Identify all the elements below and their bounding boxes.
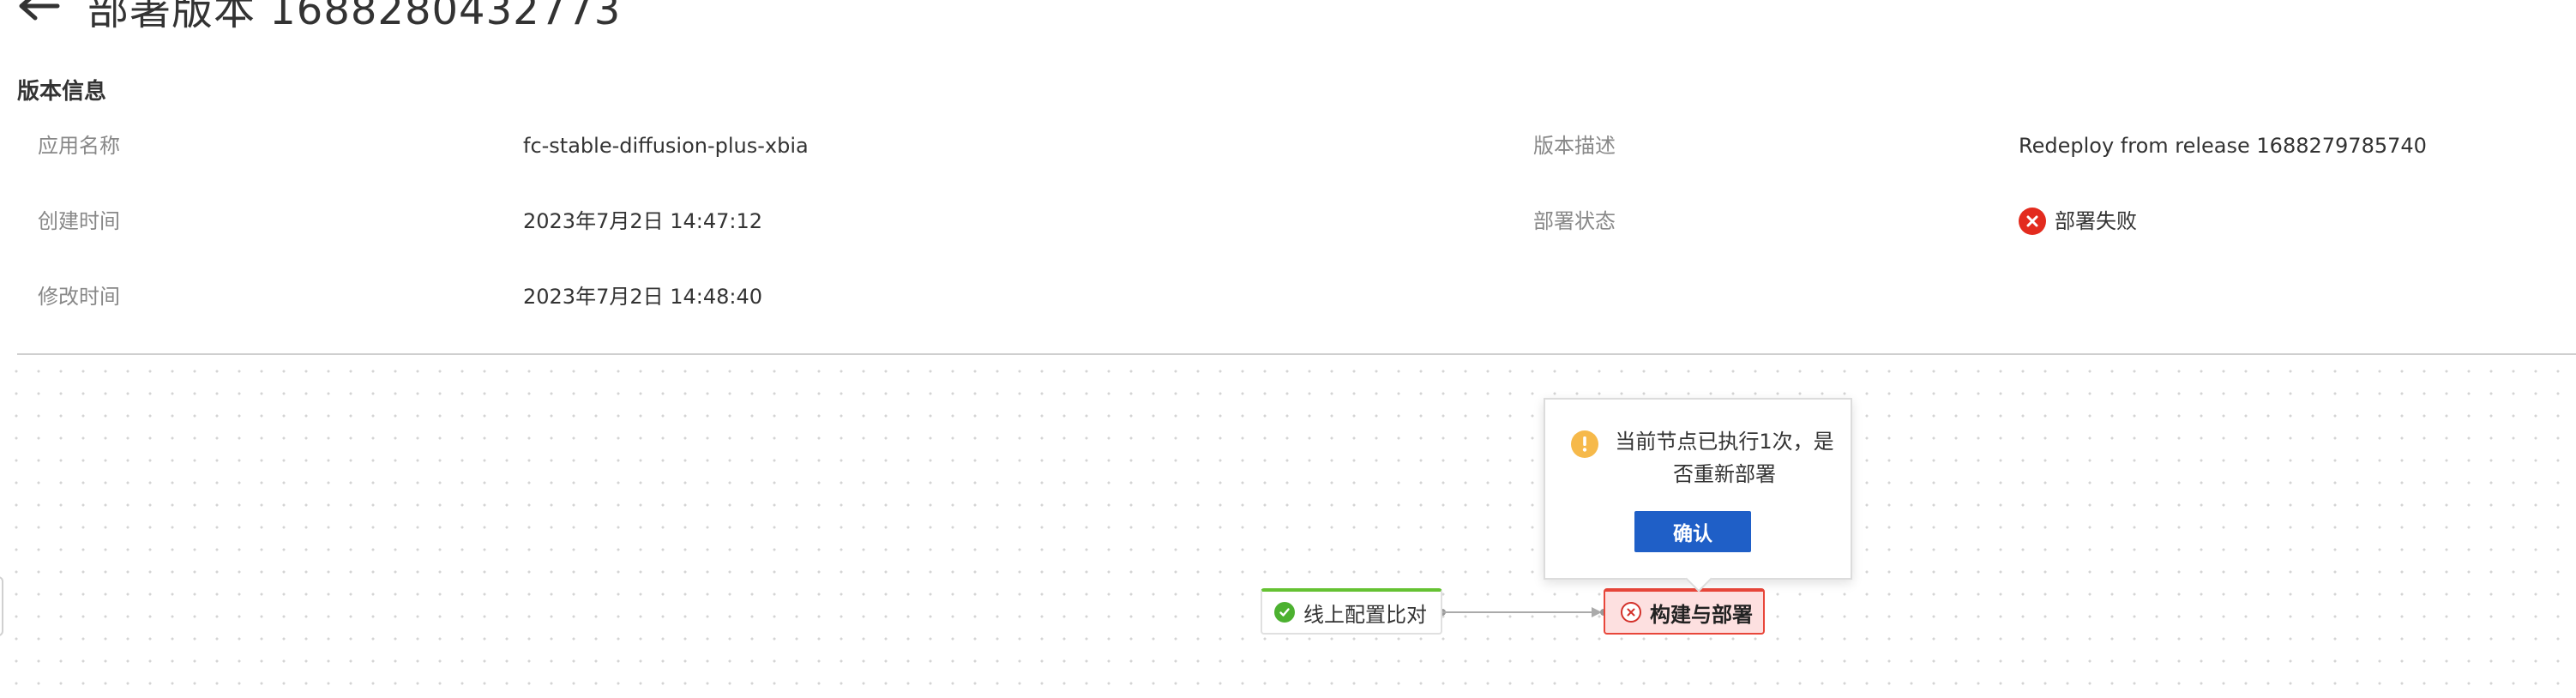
back-arrow-icon[interactable] bbox=[15, 0, 63, 23]
popover-message: 当前节点已执行1次，是否重新部署 bbox=[1615, 430, 1834, 486]
app-name-value: fc-stable-diffusion-plus-xbia bbox=[523, 134, 809, 158]
section-title: 版本信息 bbox=[17, 79, 107, 105]
status-value: 部署失败 bbox=[2055, 209, 2137, 233]
page-header: 部署版本 1688280432773 bbox=[15, 0, 621, 36]
warning-icon bbox=[1571, 430, 1598, 458]
node-config-compare-label: 线上配置比对 bbox=[1303, 602, 1427, 627]
node-config-compare[interactable]: 线上配置比对 bbox=[1261, 588, 1442, 635]
error-icon bbox=[2019, 208, 2046, 235]
modified-value: 2023年7月2日 14:48:40 bbox=[523, 285, 763, 309]
divider bbox=[17, 353, 2576, 355]
created-value: 2023年7月2日 14:47:12 bbox=[523, 209, 763, 233]
modified-label: 修改时间 bbox=[38, 285, 120, 309]
confirm-button[interactable]: 确认 bbox=[1634, 511, 1751, 552]
node-build-deploy-label: 构建与部署 bbox=[1650, 602, 1753, 627]
description-value: Redeploy from release 1688279785740 bbox=[2019, 134, 2427, 158]
pipeline-canvas[interactable]: 线上配置比对 构建与部署 bbox=[0, 355, 2576, 698]
info-row-3: 修改时间 2023年7月2日 14:48:40 bbox=[17, 280, 2576, 314]
app-name-label: 应用名称 bbox=[38, 134, 120, 158]
page-title: 部署版本 1688280432773 bbox=[87, 0, 622, 34]
info-row-1: 应用名称 fc-stable-diffusion-plus-xbia 版本描述 … bbox=[17, 129, 2576, 163]
close-circle-icon bbox=[1621, 602, 1641, 623]
check-circle-icon bbox=[1274, 602, 1295, 623]
flow-edge bbox=[1439, 607, 1607, 617]
status-label: 部署状态 bbox=[1533, 209, 1616, 233]
redeploy-popover: 当前节点已执行1次，是否重新部署 确认 bbox=[1544, 398, 1852, 593]
node-build-deploy[interactable]: 构建与部署 bbox=[1604, 588, 1765, 635]
description-label: 版本描述 bbox=[1533, 134, 1616, 158]
deploy-status: 部署失败 bbox=[2019, 204, 2137, 238]
created-label: 创建时间 bbox=[38, 209, 120, 233]
info-row-2: 创建时间 2023年7月2日 14:47:12 部署状态 部署失败 bbox=[17, 204, 2576, 238]
